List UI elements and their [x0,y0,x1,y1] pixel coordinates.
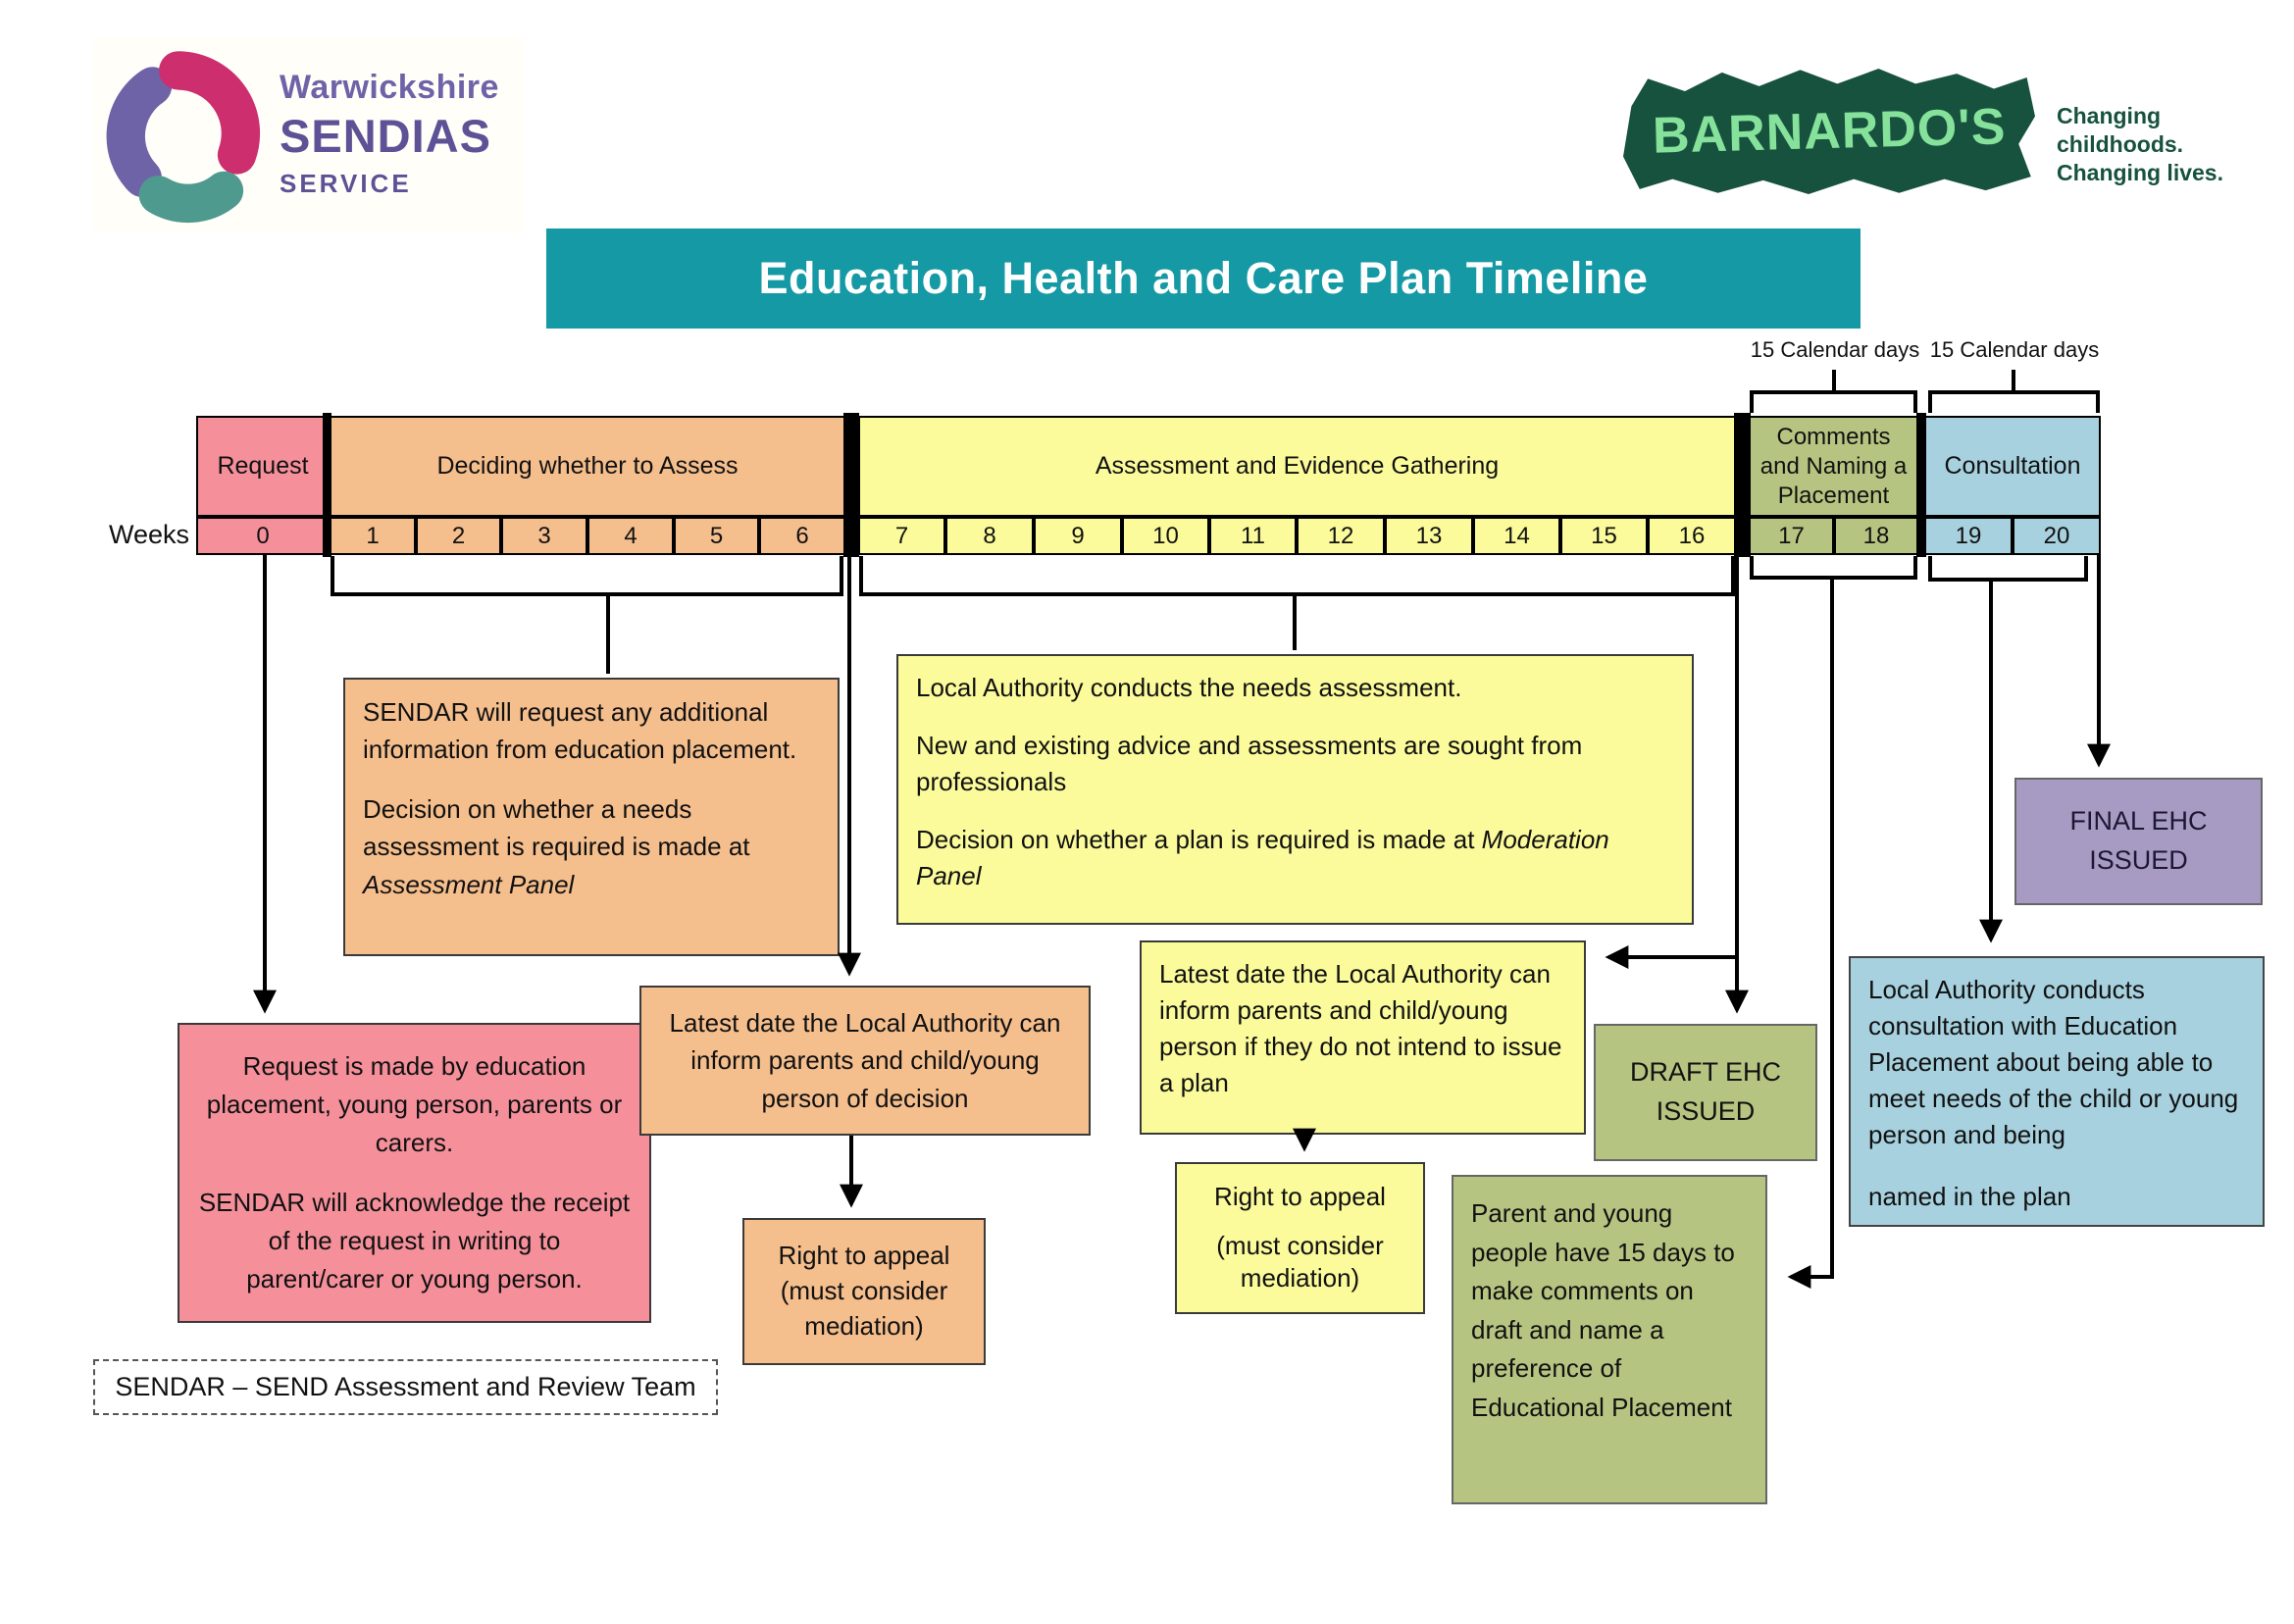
phase-divider-3 [1734,413,1751,557]
la-assessment-box: Local Authority conducts the needs asses… [896,654,1694,925]
week-cell-18: 18 [1834,517,1918,555]
barnardos-badge-icon: BARNARDO'S [1623,69,2035,194]
week-cell-7: 7 [858,517,945,555]
appeal-yellow-line2: (must consider mediation) [1216,1230,1384,1294]
week-cell-5: 5 [674,517,759,555]
week-cell-9: 9 [1034,517,1122,555]
bracket-consultation-below [1928,556,2088,582]
week-cell-13: 13 [1385,517,1473,555]
phase-assessment-evidence-gathering: Assessment and Evidence Gathering [858,416,1736,517]
barnardos-tagline2: Changing lives. [2057,159,2223,185]
final-ehc-issued-box: FINAL EHC ISSUED [2014,778,2263,905]
phase-consultation: Consultation [1924,416,2101,517]
week-cell-14: 14 [1473,517,1560,555]
la-assessment-p3: Decision on whether a plan is required i… [916,824,1609,890]
phase-divider-2 [843,413,859,557]
week-cell-3: 3 [501,517,587,555]
phase-comments-naming-placement: Comments and Naming a Placement [1749,416,1918,517]
la-assessment-p2: New and existing advice and assessments … [916,730,1583,796]
sendias-logo: Warwickshire SENDIAS SERVICE [93,37,525,233]
calendar-days-label-2: 15 Calendar days [1929,337,2100,362]
week-cell-0: 0 [196,517,330,555]
week-cell-15: 15 [1560,517,1648,555]
appeal-yellow-line1: Right to appeal [1214,1181,1386,1211]
la-consultation-p2: named in the plan [1868,1181,2071,1211]
week-cell-11: 11 [1209,517,1297,555]
calendar-days-label-1: 15 Calendar days [1750,337,1920,362]
page-title: Education, Health and Care Plan Timeline [758,253,1649,303]
barnardos-name: BARNARDO'S [1652,98,2007,165]
right-to-appeal-yellow-box: Right to appeal (must consider mediation… [1175,1162,1425,1314]
sendar-legend-text: SENDAR – SEND Assessment and Review Team [115,1372,696,1401]
la-assessment-p1: Local Authority conducts the needs asses… [916,673,1462,702]
week-cell-10: 10 [1122,517,1209,555]
bracket-deciding-below [331,556,843,596]
sendar-legend-box: SENDAR – SEND Assessment and Review Team [93,1359,718,1415]
sendar-info-p1: SENDAR will request any additional infor… [363,697,797,765]
connector-comments-to-parent-box [1787,578,1834,1289]
parent-comments-box: Parent and young people have 15 days to … [1452,1175,1767,1504]
sendar-info-box: SENDAR will request any additional infor… [343,678,840,956]
bracket-comments-below [1750,556,1917,580]
title-bar: Education, Health and Care Plan Timeline [546,228,1861,329]
barnardos-tagline1: Changing childhoods. [2057,103,2184,157]
latest-decision-box: Latest date the Local Authority can info… [639,986,1091,1136]
right-to-appeal-orange-box: Right to appeal (must consider mediation… [742,1218,986,1365]
barnardos-logo: BARNARDO'S Changing childhoods. Changing… [1623,61,2280,208]
sendias-logomark-icon [106,51,261,224]
bracket-comments-above [1750,390,1917,413]
sendar-info-p2: Decision on whether a needs assessment i… [363,793,750,899]
request-info-p2: SENDAR will acknowledge the receipt of t… [198,1188,631,1294]
request-info-p1: Request is made by education placement, … [206,1051,623,1157]
week-cell-19: 19 [1924,517,2013,555]
bracket-assessment-below [859,556,1735,596]
week-cell-4: 4 [587,517,674,555]
bracket-consultation-above [1928,390,2100,413]
week-cell-6: 6 [759,517,845,555]
week-cell-8: 8 [945,517,1034,555]
la-consultation-p1: Local Authority conducts consultation wi… [1868,975,2239,1149]
phase-deciding-whether-to-assess: Deciding whether to Assess [330,416,845,517]
sendias-logo-line2: SENDIAS [280,110,491,162]
latest-no-plan-box: Latest date the Local Authority can info… [1140,940,1586,1135]
weeks-axis-label: Weeks [108,520,189,549]
week-cell-20: 20 [2013,517,2101,555]
sendias-logo-line3: SERVICE [280,169,412,198]
sendias-logo-line1: Warwickshire [280,69,499,106]
phase-divider-1 [323,413,331,557]
week-cell-17: 17 [1749,517,1834,555]
la-consultation-box: Local Authority conducts consultation wi… [1849,956,2265,1227]
week-cell-12: 12 [1297,517,1385,555]
request-info-box: Request is made by education placement, … [178,1023,651,1323]
week-cell-2: 2 [416,517,501,555]
phase-request: Request [196,416,330,517]
phase-divider-4 [1916,413,1926,557]
draft-ehc-issued-box: DRAFT EHC ISSUED [1594,1024,1817,1161]
week-cell-16: 16 [1648,517,1736,555]
sendias-logo-text: Warwickshire SENDIAS SERVICE [280,69,499,199]
barnardos-taglines: Changing childhoods. Changing lives. [2057,102,2280,186]
week-cell-1: 1 [330,517,416,555]
